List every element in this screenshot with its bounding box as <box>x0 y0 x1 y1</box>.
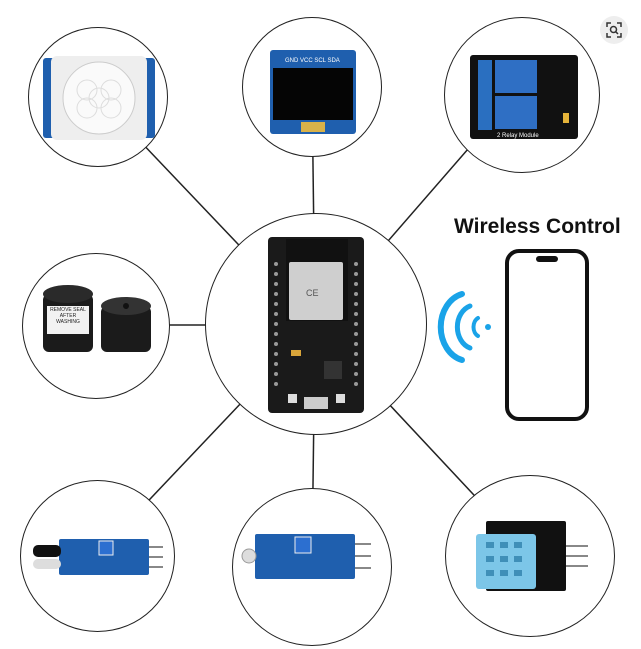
esp32-board-image: CE <box>268 237 364 413</box>
light-sensor-circle <box>232 488 392 646</box>
dht-sensor-image <box>476 521 588 591</box>
relay-module-image: 2 Relay Module <box>470 55 578 139</box>
visual-search-button[interactable] <box>600 16 628 44</box>
svg-text:CE: CE <box>306 288 319 298</box>
wireless-control-heading: Wireless Control <box>454 215 621 238</box>
light-sensor-image <box>241 534 371 579</box>
pir-sensor-image <box>43 56 155 140</box>
buzzer-seal-label: REMOVE SEAL AFTER WASHING <box>50 307 86 325</box>
visual-search-icon <box>606 22 622 38</box>
oled-display-circle: GND VCC SCL SDA <box>242 17 382 157</box>
buzzer-image <box>43 285 151 352</box>
buzzer-circle: REMOVE SEAL AFTER WASHING <box>22 253 170 399</box>
ir-sensor-circle <box>20 480 175 632</box>
esp32-board-circle: CE <box>205 213 427 435</box>
oled-display-image: GND VCC SCL SDA <box>270 50 356 134</box>
pir-sensor-circle <box>28 27 168 167</box>
relay-label: 2 Relay Module <box>497 133 539 139</box>
dht-sensor-circle <box>445 475 615 637</box>
oled-pin-label: GND VCC SCL SDA <box>285 58 340 64</box>
ir-sensor-image <box>33 539 163 575</box>
relay-module-circle: 2 Relay Module <box>444 17 600 173</box>
